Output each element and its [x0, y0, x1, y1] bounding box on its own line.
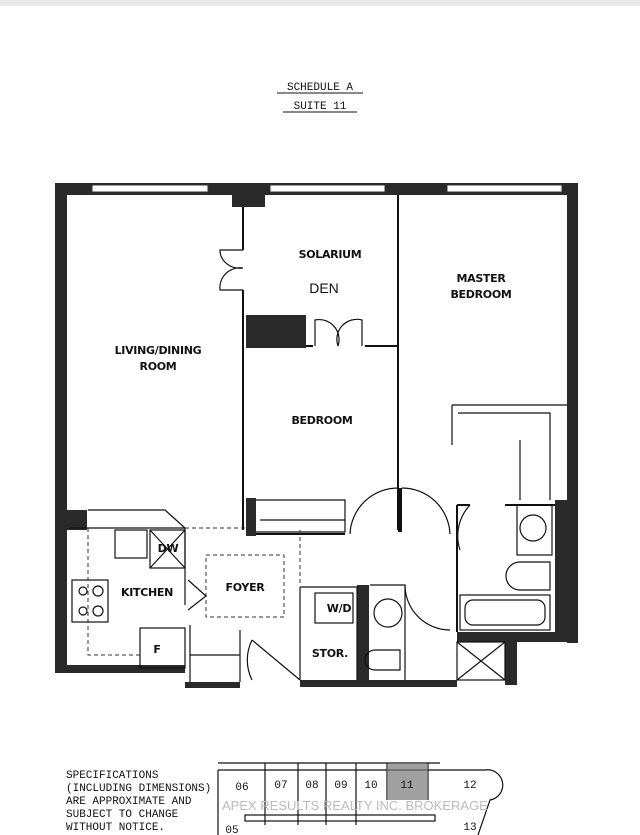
- key-unit-13: 13: [463, 822, 476, 834]
- highlighted-unit: [387, 764, 428, 800]
- room-label-kitchen: KITCHEN: [121, 586, 173, 599]
- room-label-storage: STOR.: [312, 647, 348, 660]
- key-unit-06: 06: [235, 782, 248, 794]
- svg-text:SPECIFICATIONS: SPECIFICATIONS: [66, 770, 159, 782]
- svg-text:(INCLUDING DIMENSIONS): (INCLUDING DIMENSIONS): [66, 783, 211, 795]
- key-unit-11: 11: [400, 780, 414, 792]
- room-label-living-2: ROOM: [140, 360, 177, 373]
- key-unit-12: 12: [463, 780, 476, 792]
- room-label-den: DEN: [309, 280, 339, 296]
- label-fridge: F: [153, 643, 160, 656]
- room-label-living: LIVING/DINING: [115, 344, 202, 357]
- interior-lines: [70, 195, 567, 682]
- svg-text:ARE APPROXIMATE AND: ARE APPROXIMATE AND: [66, 796, 192, 808]
- key-unit-08: 08: [305, 780, 318, 792]
- room-label-bedroom: BEDROOM: [291, 414, 352, 427]
- schedule-title: SCHEDULE A: [287, 82, 353, 94]
- watermark: APEX RESULTS REALTY INC. BROKERAGE: [222, 798, 488, 813]
- svg-text:WITHOUT NOTICE.: WITHOUT NOTICE.: [66, 822, 165, 834]
- room-label-master-2: BEDROOM: [450, 288, 511, 301]
- room-label-master: MASTER: [456, 272, 506, 285]
- room-label-solarium: SOLARIUM: [299, 248, 362, 261]
- key-unit-07: 07: [274, 780, 287, 792]
- walls: [55, 183, 578, 688]
- top-strip: [0, 0, 640, 6]
- key-plan: 06 07 08 09 10 11 12 13 05: [217, 762, 504, 835]
- svg-text:SUBJECT TO CHANGE: SUBJECT TO CHANGE: [66, 809, 179, 821]
- room-label-foyer: FOYER: [226, 581, 266, 594]
- label-washer-dryer: W/D: [327, 602, 352, 615]
- suite-title: SUITE 11: [294, 101, 347, 113]
- key-unit-05: 05: [225, 825, 238, 835]
- key-unit-09: 09: [334, 780, 347, 792]
- label-dishwasher: DW: [158, 542, 179, 555]
- specifications-note: SPECIFICATIONS (INCLUDING DIMENSIONS) AR…: [66, 770, 211, 834]
- key-unit-10: 10: [364, 780, 377, 792]
